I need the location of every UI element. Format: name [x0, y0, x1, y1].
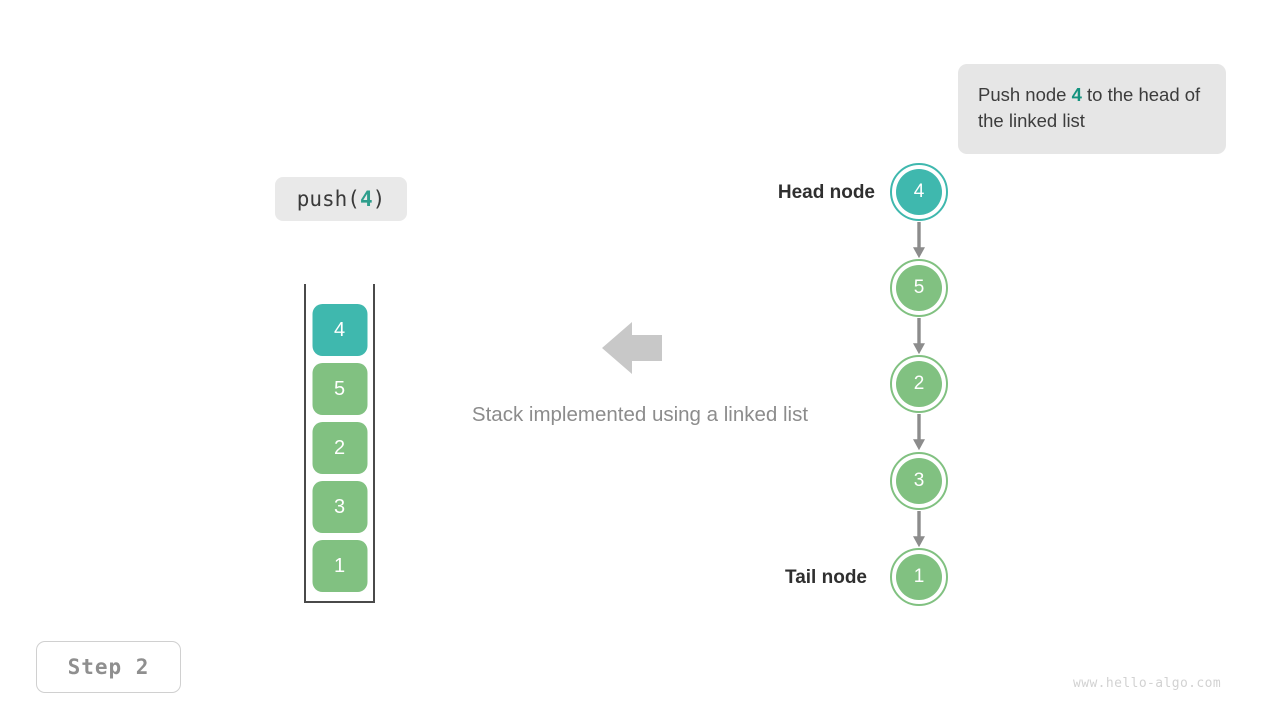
step-badge: Step 2 — [36, 641, 181, 693]
push-value: 4 — [359, 187, 373, 211]
linked-list-node-value: 5 — [896, 265, 942, 312]
stack-cell: 2 — [312, 422, 367, 474]
stack-cell: 4 — [312, 304, 367, 356]
linked-list-node: 5 — [890, 259, 948, 318]
figure-caption: Stack implemented using a linked list — [471, 403, 809, 426]
stack-cell-value: 2 — [333, 436, 346, 459]
linked-list-node: 3 — [890, 451, 948, 510]
down-arrow-connector-icon — [911, 414, 927, 451]
stack-cell-value: 3 — [333, 495, 346, 518]
callout-text-before: Push node — [978, 84, 1072, 105]
stack-cell: 1 — [312, 540, 367, 592]
stack-cell-value: 1 — [333, 554, 346, 577]
callout-highlight-value: 4 — [1071, 84, 1082, 105]
stack-cell: 3 — [312, 481, 367, 533]
push-suffix: ) — [372, 187, 386, 211]
down-arrow-connector-icon — [911, 510, 927, 547]
linked-list-node-value: 3 — [896, 457, 942, 504]
tail-node-label: Tail node — [785, 567, 867, 588]
callout-text-after: to the head of the linked list — [978, 84, 1201, 131]
linked-list-node: 4 — [890, 163, 948, 221]
linked-list-node-value: 4 — [896, 169, 942, 215]
head-node-label: Head node — [777, 182, 875, 203]
callout-box: Push node 4 to the head of the linked li… — [958, 64, 1226, 154]
stack-cell: 5 — [312, 363, 367, 415]
linked-list-node-value: 2 — [896, 361, 942, 408]
watermark: www.hello-algo.com — [1073, 676, 1222, 691]
stack-container: 4 5 2 3 1 — [304, 284, 375, 603]
stack-cell-value: 4 — [333, 318, 346, 341]
stack-cell-value: 5 — [333, 377, 346, 400]
left-arrow-icon — [600, 318, 664, 378]
linked-list-node: 2 — [890, 355, 948, 414]
linked-list-node-value: 1 — [896, 553, 942, 600]
down-arrow-connector-icon — [911, 318, 927, 355]
linked-list-node: 1 — [890, 547, 948, 606]
push-operation-label: push(4) — [275, 177, 407, 221]
push-prefix: push( — [296, 187, 360, 211]
down-arrow-connector-icon — [911, 222, 927, 259]
